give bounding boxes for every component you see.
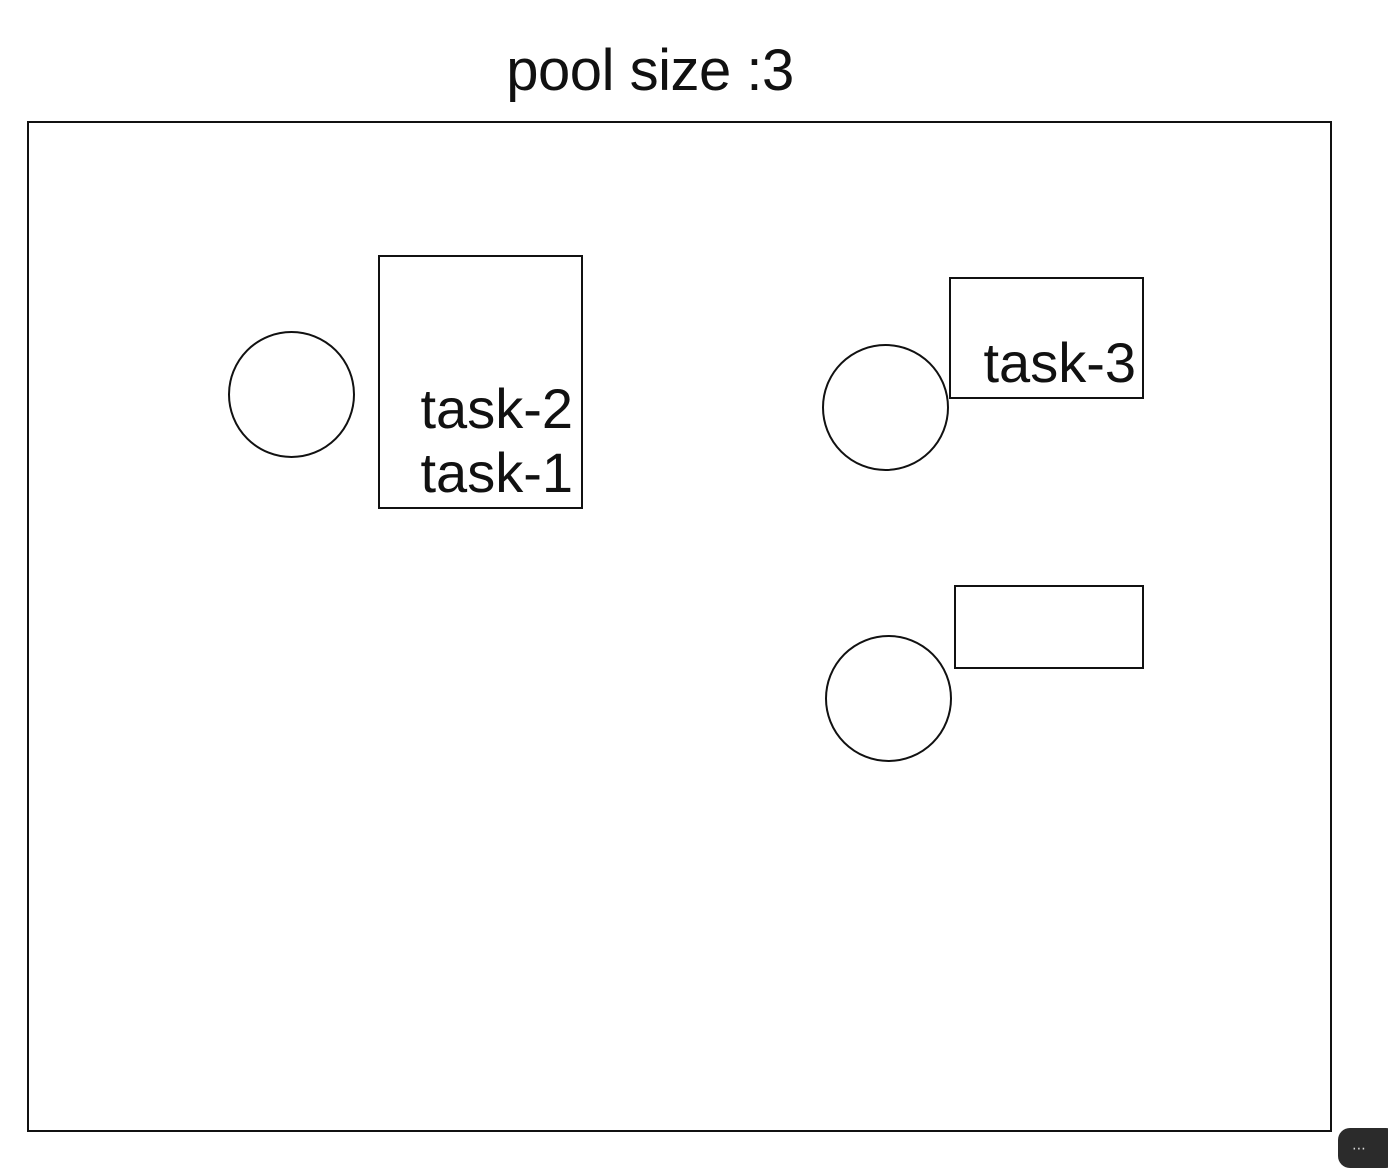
- worker-circle-3: [825, 635, 952, 762]
- pool-size-title: pool size :3: [506, 38, 794, 103]
- task-label: task-1: [420, 441, 574, 504]
- corner-badge[interactable]: ⋯: [1338, 1128, 1388, 1168]
- worker-circle-2: [822, 344, 949, 471]
- task-queue-1: task-2 task-1: [378, 255, 583, 509]
- thread-pool-frame: [27, 121, 1332, 1132]
- task-queue-3: [954, 585, 1144, 669]
- worker-circle-1: [228, 331, 355, 458]
- task-queue-2: task-3: [949, 277, 1144, 399]
- task-label: task-2: [420, 377, 574, 440]
- task-label: task-3: [983, 331, 1137, 394]
